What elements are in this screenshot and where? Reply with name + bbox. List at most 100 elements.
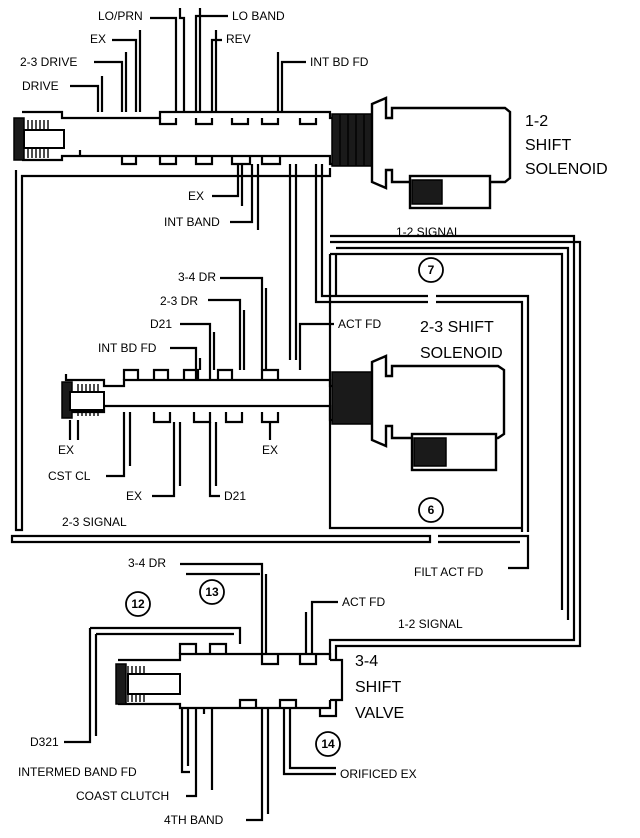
valve-1-2-bore-bottom [22, 154, 344, 166]
lead-3-4-dr-bottom [180, 562, 268, 654]
label-ex-top: EX [90, 32, 106, 46]
label-3-4-dr-bottom: 3-4 DR [128, 556, 166, 570]
label-lo-prn: LO/PRN [98, 9, 143, 23]
orifice-13-label: 13 [205, 585, 219, 599]
solenoid-1-2-connector-pin [411, 179, 443, 205]
lead-d321 [64, 628, 98, 744]
valve-3-4-bore-top [118, 652, 332, 662]
valve-2-3-bore-top [64, 374, 340, 388]
solenoid-1-2-body [370, 96, 512, 190]
lead-ex-bottom [212, 164, 244, 206]
label-lo-band: LO BAND [232, 9, 285, 23]
label-coast-clutch: COAST CLUTCH [76, 789, 169, 803]
solenoid-2-3-title-line2: SOLENOID [420, 345, 503, 362]
label-ex-2-3-left: EX [58, 443, 74, 457]
orifice-13-circle [199, 579, 225, 605]
valve-2-3-lands-bottom [152, 412, 280, 424]
lead-ex-2-3-bottom [152, 422, 182, 498]
label-drive: DRIVE [22, 79, 59, 93]
line-1-2-signal-mid [330, 246, 570, 620]
lead-act-fd-bottom [304, 600, 338, 654]
lead-drive [70, 76, 104, 112]
label-act-fd-mid: ACT FD [338, 317, 381, 331]
lead-d21-bottom [208, 422, 220, 498]
solenoid-2-3-connector-pin [413, 437, 447, 467]
label-ex-1-2-bottom: EX [188, 189, 204, 203]
valve-3-4-lands-top [178, 642, 318, 666]
lead-orificed-ex [282, 708, 336, 776]
lead-2-3-drive [94, 52, 128, 112]
line-filt-act-fd-right [438, 534, 530, 570]
lead-d21-top [180, 322, 216, 380]
label-1-2-signal-bottom: 1-2 SIGNAL [398, 617, 463, 631]
valve-1-2-assembly: 1-2 SHIFT SOLENOID LO/PRN LO BAND EX REV… [13, 8, 608, 239]
lead-ex-top [112, 30, 142, 112]
line-2-3-signal-outer [14, 168, 332, 532]
solenoid-1-2-coil-lines [339, 114, 365, 166]
lead-rev [210, 30, 222, 112]
label-act-fd-bottom: ACT FD [342, 595, 385, 609]
lead-int-bd-fd-2 [170, 346, 202, 380]
feed-lines [10, 164, 582, 660]
valve-1-2-lands-top [158, 118, 318, 126]
valve-3-4-assembly: 3-4 SHIFT VALVE 3-4 DR ACT FD 1-2 SIGNAL… [18, 556, 484, 827]
valve-1-2-spring-seat [23, 129, 65, 149]
lead-3-4-dr-top [220, 276, 268, 370]
valve-3-4-spring-seat [127, 673, 181, 695]
label-ex-2-3-right: EX [262, 443, 278, 457]
solenoid-2-3-body [370, 354, 506, 448]
valve-3-4-signal-port [318, 700, 338, 718]
valve-3-4-bore-bottom [118, 700, 332, 710]
lead-act-fd-mid [298, 322, 334, 370]
valve-3-4-end-cap [330, 658, 344, 702]
valve-3-4-title-line3: VALVE [355, 705, 404, 722]
orifice-14-label: 14 [321, 737, 335, 751]
valve-3-4-title-line2: SHIFT [355, 679, 401, 696]
valve-3-4-title-line1: 3-4 [355, 653, 378, 670]
orifice-6-circle [418, 497, 444, 523]
orifice-6-label: 6 [428, 503, 435, 517]
lead-4th-band [246, 708, 270, 822]
label-d21-bottom: D21 [224, 489, 246, 503]
label-orificed-ex: ORIFICED EX [340, 767, 417, 781]
label-int-band: INT BAND [164, 215, 220, 229]
lead-intermed-band-fd [180, 708, 190, 774]
label-int-bd-fd-1: INT BD FD [310, 55, 369, 69]
valve-1-2-bore-top [22, 110, 344, 120]
valve-2-3-bore-bottom [64, 404, 340, 422]
line-1-2-signal-outer [328, 234, 582, 660]
lead-o12-line [90, 626, 242, 644]
label-2-3-dr: 2-3 DR [160, 294, 198, 308]
label-rev: REV [226, 32, 251, 46]
valve-1-2-lands-bottom [78, 150, 282, 166]
line-2-3-box [328, 254, 522, 530]
lead-cst-cl [106, 412, 132, 478]
line-feed-to-o7 [314, 164, 428, 304]
line-o7-right [436, 294, 530, 532]
orifice-14-circle [315, 731, 341, 757]
solenoid-2-3-title-line1: 2-3 SHIFT [420, 319, 494, 336]
orifice-12-circle [125, 591, 151, 617]
solenoid-1-2-title-line3: SOLENOID [525, 161, 608, 178]
label-2-3-signal: 2-3 SIGNAL [62, 515, 127, 529]
solenoid-1-2-coil-stack [331, 113, 375, 167]
solenoid-2-3-coil-stack [331, 371, 373, 425]
lead-lo-prn [150, 8, 186, 112]
label-int-bd-fd-2: INT BD FD [98, 341, 157, 355]
orifice-markers: 7 6 12 13 14 [125, 257, 444, 757]
line-filt-act-fd-bus [10, 534, 432, 544]
label-filt-act-fd: FILT ACT FD [414, 565, 484, 579]
label-4th-band: 4TH BAND [164, 813, 224, 827]
solenoid-1-2-title-line2: SHIFT [525, 137, 571, 154]
label-cst-cl: CST CL [48, 469, 91, 483]
label-d21-top: D21 [150, 317, 172, 331]
label-ex-2-3-bottom: EX [126, 489, 142, 503]
orifice-12-label: 12 [131, 597, 145, 611]
label-intermed-band-fd: INTERMED BAND FD [18, 765, 137, 779]
valve-1-2-end-plug [13, 117, 25, 161]
valve-2-3-assembly: 2-3 SHIFT SOLENOID 3-4 DR 2-3 DR D21 ACT… [48, 270, 506, 529]
orifice-7-label: 7 [428, 263, 435, 277]
label-d321: D321 [30, 735, 59, 749]
lead-int-bd-fd-1 [276, 52, 306, 112]
